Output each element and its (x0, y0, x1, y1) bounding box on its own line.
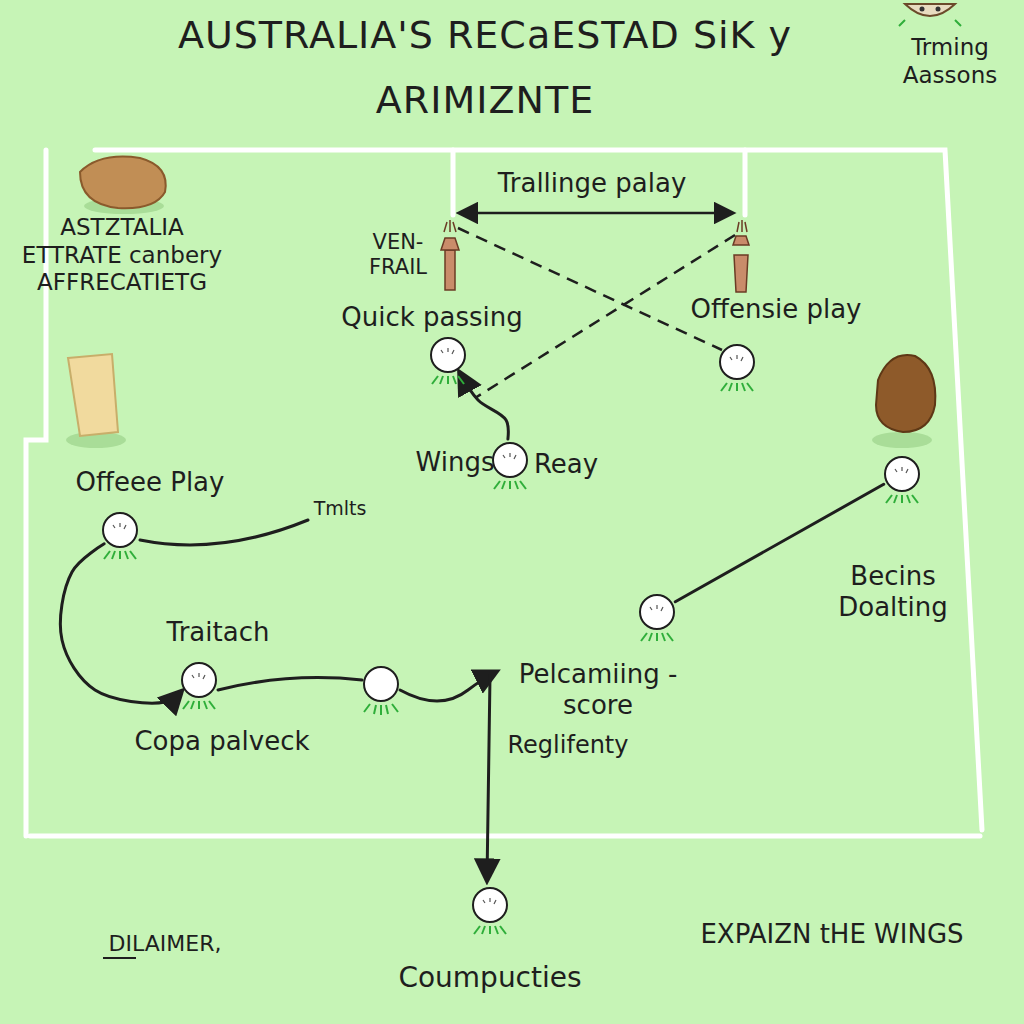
player-circle (180, 661, 218, 699)
note-label: Trming Aassons (885, 34, 1015, 89)
note-label: VEN- FRAIL (358, 230, 438, 280)
player-label: Pelcamiing - score (516, 659, 681, 721)
potato-icon (80, 157, 935, 448)
player-marker: Coumpucties (471, 886, 509, 924)
goal-figure (441, 220, 749, 292)
note-label: Reglifenty (508, 731, 629, 760)
player-marker: Becins Doalting (883, 455, 921, 493)
player-label: Wings (416, 447, 495, 478)
pass-arrow (60, 544, 181, 703)
player-label: Quick passing (341, 302, 523, 333)
player-circle (491, 441, 529, 479)
note-label: Trallinge palay (498, 168, 687, 199)
player-circle (471, 886, 509, 924)
pass-arrow (460, 372, 509, 439)
player-marker: Quick passing (429, 336, 467, 374)
player-label: Becins Doalting (818, 561, 968, 623)
player-label: Offensie play (691, 294, 862, 325)
player-label: Copa palveck (134, 726, 309, 757)
cheese-icon (66, 354, 126, 448)
player-marker: Offensie play (718, 343, 756, 381)
face-icon (899, 4, 961, 26)
title: AUSTRALIA'S RECaESTAD SiK y ARIMIZNTE (175, 3, 795, 132)
note-label: Tmlts (314, 497, 367, 520)
player-label: Reay (534, 449, 598, 480)
player-marker: WingsReay (491, 441, 529, 479)
player-marker: Pelcamiing - score (638, 593, 676, 631)
player-marker: Offeee Play (101, 511, 139, 549)
player-marker: TraitachCopa palveck (180, 661, 218, 699)
note-label: EXPAIZN tHE WINGS (700, 919, 963, 950)
player-circle (638, 593, 676, 631)
pass-line (140, 520, 496, 880)
note-label: DILAIMER, (109, 931, 222, 957)
player-label: Coumpucties (398, 961, 581, 995)
player-label: Traitach (167, 617, 270, 648)
note-label: ASTZTALIA ETTRATE canbery AFFRECATIETG (10, 214, 235, 297)
goal-arrow (460, 212, 732, 215)
player-circle (101, 511, 139, 549)
player-marker (364, 667, 398, 715)
player-label: Offeee Play (76, 467, 225, 498)
player-circle (429, 336, 467, 374)
player-circle (718, 343, 756, 381)
underline (103, 957, 136, 959)
player-circle (883, 455, 921, 493)
